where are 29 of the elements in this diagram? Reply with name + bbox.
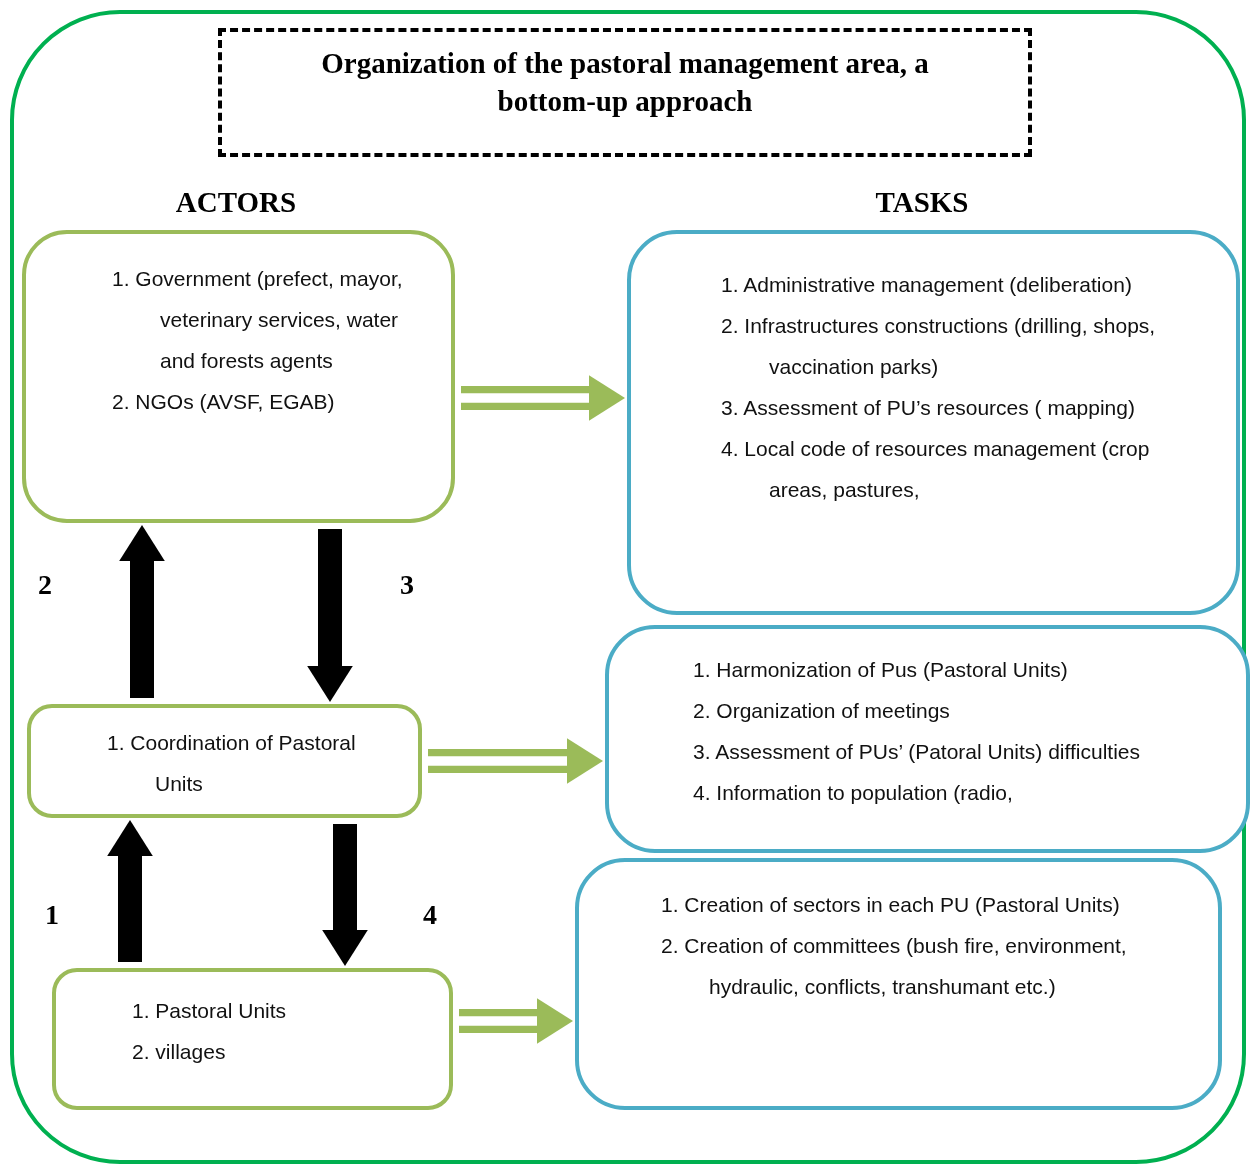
list-box xyxy=(605,625,1250,853)
list-item: 2. Infrastructures constructions (drilling, shops, vaccination parks) xyxy=(721,313,1157,380)
list-box xyxy=(22,230,455,523)
list-box xyxy=(627,230,1240,615)
title-box xyxy=(218,28,1032,157)
list-box xyxy=(575,858,1222,1110)
list-item: 1. Pastoral Units xyxy=(132,998,288,1024)
list-box xyxy=(52,968,453,1110)
list-item: 1. Harmonization of Pus (Pastoral Units) xyxy=(693,657,1069,683)
column-heading: ACTORS xyxy=(175,186,297,219)
list-item: 1. Administrative management (deliberation) xyxy=(721,272,1133,298)
column-heading: TASKS xyxy=(875,186,969,219)
edge-label: 4 xyxy=(423,899,437,931)
list-item: 1. Coordination of Pastoral Units xyxy=(107,730,357,797)
list-item: 2. Organization of meetings xyxy=(693,698,951,724)
list-item: 2. villages xyxy=(132,1039,227,1065)
list-item: 1. Government (prefect, mayor, veterinary services, water and forests agents xyxy=(112,266,404,374)
list-item: 3. Assessment of PU’s resources ( mapping) xyxy=(721,395,1136,421)
edge-label: 2 xyxy=(38,569,52,601)
edge-label: 1 xyxy=(45,899,59,931)
edge-label: 3 xyxy=(400,569,414,601)
list-item: 2. NGOs (AVSF, EGAB) xyxy=(112,389,336,415)
list-item: 2. Creation of committees (bush fire, environment, hydraulic, conflicts, transhumant etc.) xyxy=(661,933,1128,1000)
list-item: 4. Local code of resources management (crop areas, pastures, xyxy=(721,436,1151,503)
list-box xyxy=(27,704,422,818)
title-text: Organization of the pastoral management area, a bottom-up approach xyxy=(320,46,930,119)
list-item: 1. Creation of sectors in each PU (Pastoral Units) xyxy=(661,892,1121,918)
list-item: 3. Assessment of PUs’ (Patoral Units) difficulties xyxy=(693,739,1141,765)
list-item: 4. Information to population (radio, xyxy=(693,780,1014,806)
